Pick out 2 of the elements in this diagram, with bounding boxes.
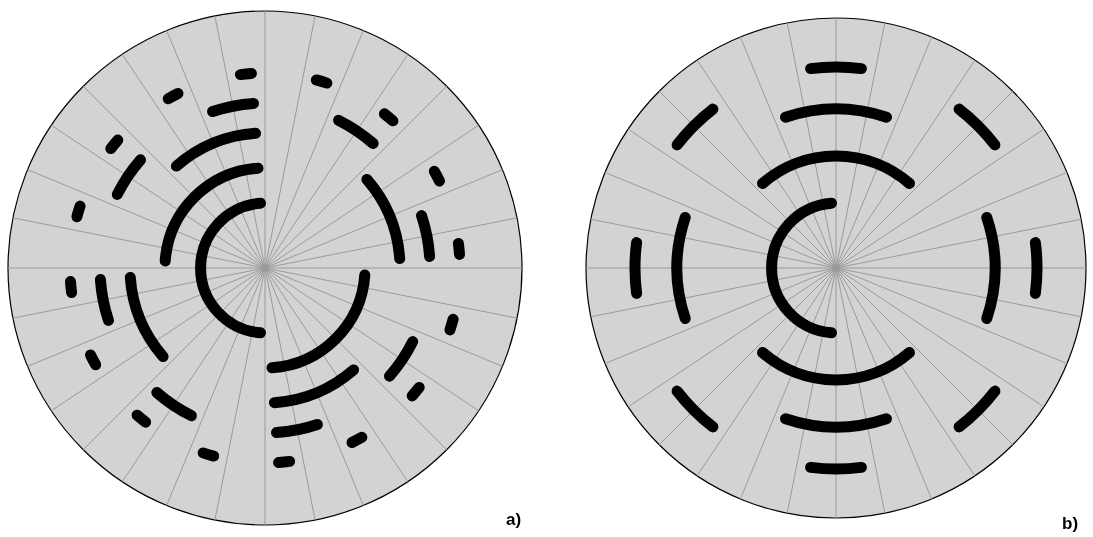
panel-label: b) bbox=[1062, 514, 1079, 534]
panel-label: a) bbox=[506, 510, 522, 530]
